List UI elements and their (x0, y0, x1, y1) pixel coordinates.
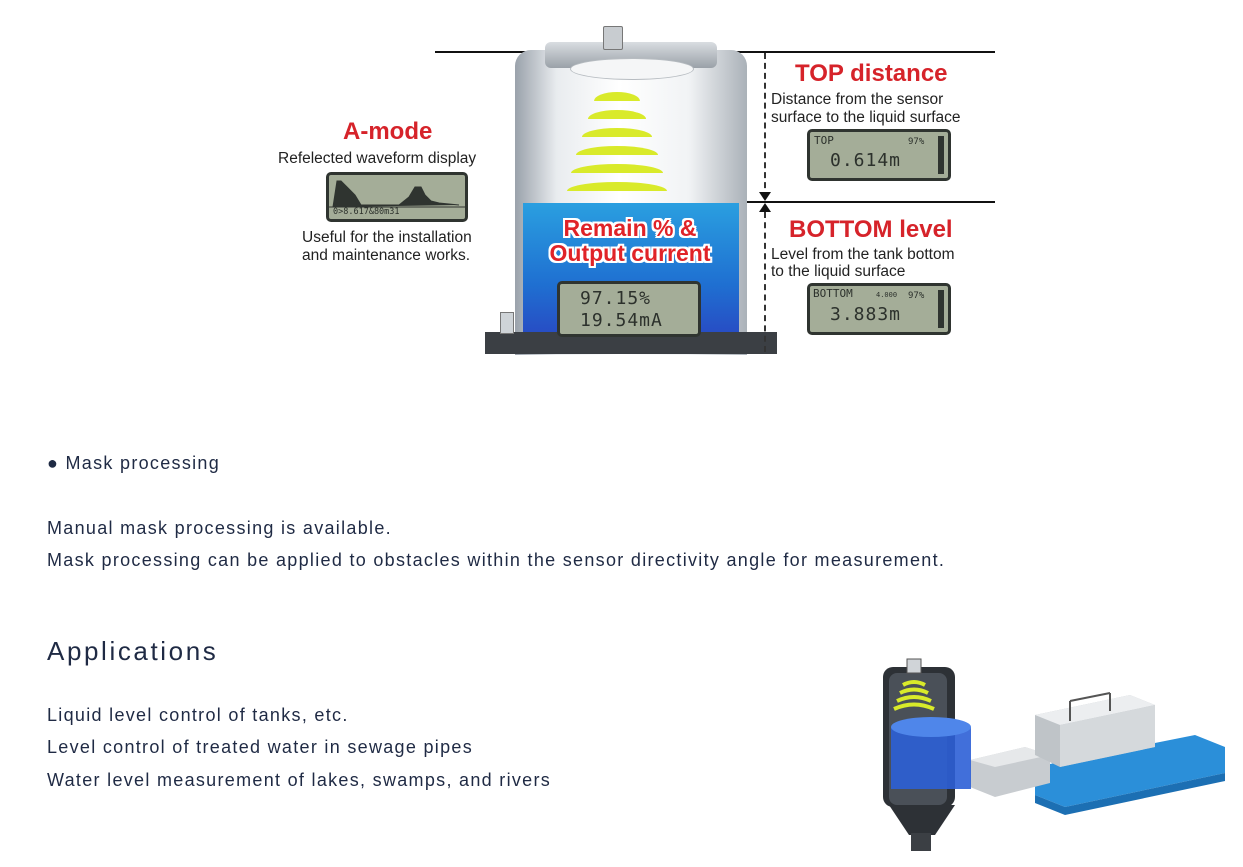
bottom-level-title: BOTTOM level (789, 216, 953, 243)
top-distance-title: TOP distance (795, 60, 948, 87)
top-distance-lcd: TOP 97% 0.614m (807, 129, 951, 181)
bottom-level-desc-line2: to the liquid surface (771, 263, 906, 280)
bottom-lcd-small: 4.000 (876, 291, 898, 299)
sensor-icon (603, 26, 623, 50)
applications-heading: Applications (47, 636, 219, 666)
tank-base (485, 332, 777, 354)
mask-line1: Manual mask processing is available. (47, 518, 392, 538)
remain-title: Remain % & Output current (525, 216, 735, 266)
application-illustration (875, 655, 1230, 855)
top-lcd-percent: 97% (908, 137, 925, 147)
bottom-lcd-label: BOTTOM (813, 287, 853, 300)
remain-title-line1: Remain % & (563, 215, 697, 241)
remain-lcd-current: 19.54mA (580, 310, 663, 331)
arrow-down-icon (759, 192, 771, 201)
top-lcd-value: 0.614m (830, 150, 902, 171)
mask-line2: Mask processing can be applied to obstac… (47, 550, 946, 570)
top-distance-dashed-line (764, 53, 766, 198)
amode-subtitle: Refelected waveform display (278, 150, 477, 167)
remain-lcd-percent: 97.15% (580, 288, 652, 309)
bottom-lcd-percent: 97% (908, 291, 925, 301)
application-item-lakes: Water level measurement of lakes, swamps… (47, 770, 552, 790)
tank-opening (570, 58, 694, 80)
arrow-up-icon (759, 203, 771, 212)
bottom-lcd-value: 3.883m (830, 304, 902, 325)
remain-title-line2: Output current (549, 240, 711, 266)
amode-lcd: 0>8.617&80m31 (326, 172, 468, 222)
amode-title: A-mode (343, 118, 433, 145)
level-bar-icon (938, 290, 944, 328)
bottom-level-lcd: BOTTOM 4.000 97% 3.883m (807, 283, 951, 335)
mask-heading-label: Mask processing (65, 453, 221, 473)
level-bar-icon (938, 136, 944, 174)
top-distance-desc-line2: surface to the liquid surface (771, 109, 961, 126)
top-distance-desc-line1: Distance from the sensor (771, 91, 944, 108)
bullet-icon: ● (47, 453, 60, 473)
mask-processing-heading: ● Mask processing (47, 453, 220, 474)
top-lcd-label: TOP (814, 134, 834, 147)
bottom-level-desc-line1: Level from the tank bottom (771, 246, 955, 263)
amode-note-line2: and maintenance works. (302, 247, 471, 264)
level-sensor-diagram: A-mode Refelected waveform display 0>8.6… (270, 20, 1010, 365)
amode-lcd-readout: 0>8.617&80m31 (333, 207, 400, 217)
application-item-tanks: Liquid level control of tanks, etc. (47, 705, 349, 725)
liquid-surface-line (635, 201, 995, 203)
remain-lcd: 97.15% 19.54mA (557, 281, 701, 337)
amode-note-line1: Useful for the installation (302, 229, 472, 246)
application-item-sewage: Level control of treated water in sewage… (47, 737, 474, 757)
waveform-icon (329, 180, 465, 208)
valve-icon (500, 312, 514, 334)
bottom-level-dashed-line (764, 212, 766, 352)
